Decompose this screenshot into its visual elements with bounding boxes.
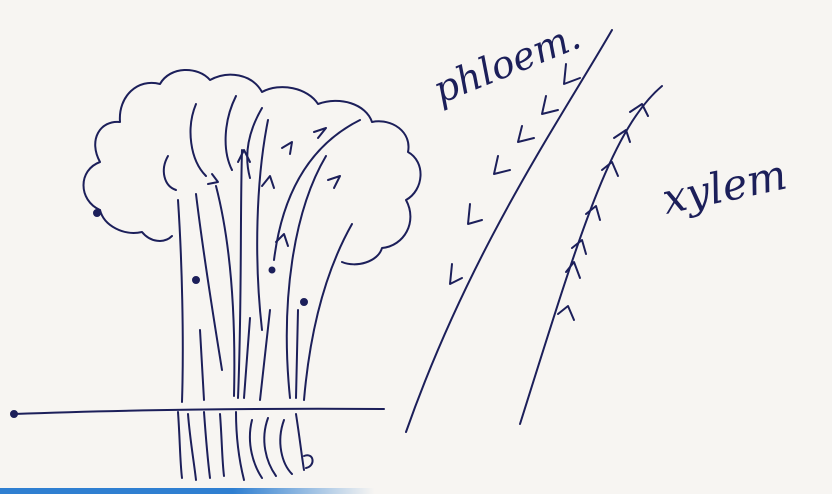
canopy-dot-left: [94, 210, 100, 216]
trunk-fine-line: [200, 330, 204, 400]
root-curl: [304, 455, 313, 468]
canopy-curl: [226, 96, 236, 170]
canopy-arrow: [282, 142, 292, 154]
root-line: [178, 412, 182, 478]
xylem-arrow: [572, 240, 586, 254]
root-line: [280, 420, 292, 474]
phloem-arrow: [518, 126, 534, 142]
tree-trunk-stem: [257, 120, 268, 330]
canopy-curl: [247, 108, 262, 178]
stem-dot: [193, 277, 199, 283]
trunk-fine-line: [244, 318, 250, 398]
root-line: [296, 414, 304, 470]
tree-trunk-stem: [238, 150, 242, 398]
canopy-curl: [191, 104, 206, 176]
root-line: [250, 420, 262, 478]
tree-trunk-stem: [304, 224, 352, 400]
root-line: [264, 418, 276, 476]
phloem-arrow: [564, 64, 580, 84]
trunk-fine-line: [296, 310, 298, 398]
ground-line: [14, 409, 384, 414]
canopy-arrow: [328, 176, 340, 188]
root-line: [188, 414, 196, 480]
canopy-arrow: [314, 128, 326, 138]
tree-canopy-left-lower: [100, 210, 172, 241]
tree-trunk-stem: [274, 120, 360, 260]
phloem-arrow: [542, 96, 558, 114]
xylem-label: xylem: [658, 150, 791, 224]
root-line: [220, 414, 224, 476]
stem-dot: [301, 299, 307, 305]
xylem-arrow: [558, 306, 574, 320]
stem-dot: [270, 268, 275, 273]
paper-edge-strip: [0, 488, 832, 494]
root-line: [236, 412, 244, 480]
phloem-arrow: [494, 156, 510, 174]
phloem-arrow: [450, 264, 462, 284]
phloem-arrow: [468, 204, 482, 224]
canopy-curl: [164, 156, 176, 190]
canopy-arrow: [208, 174, 218, 184]
phloem-label: phloem.: [427, 14, 587, 113]
tree-canopy-outline: [84, 70, 421, 264]
ground-line-end-dot: [11, 411, 17, 417]
xylem-line: [520, 86, 662, 424]
tree-trunk-stem: [216, 186, 234, 396]
canopy-arrow: [262, 176, 274, 188]
root-line: [204, 412, 210, 478]
tree-trunk-stem: [178, 200, 183, 402]
